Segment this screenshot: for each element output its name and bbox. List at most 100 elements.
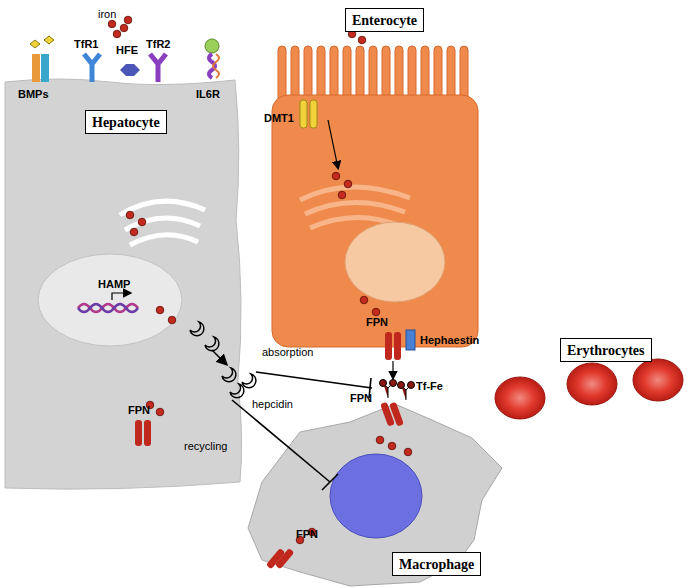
erythrocytes <box>495 359 683 419</box>
illustration-part <box>390 380 397 387</box>
illustration-part <box>330 46 338 102</box>
illustration-part <box>212 350 226 364</box>
illustration-part <box>434 46 442 102</box>
illustration-part <box>389 402 404 427</box>
illustration-part <box>278 46 286 102</box>
illustration-part <box>275 548 295 569</box>
illustration-part <box>213 54 219 78</box>
illustration-part <box>305 202 405 214</box>
part-label: IL6R <box>196 88 220 101</box>
illustration-part <box>38 254 182 346</box>
illustration-part <box>205 337 219 351</box>
illustration-part <box>272 95 478 347</box>
part-label: FPN <box>366 316 388 329</box>
illustration-part <box>317 46 325 102</box>
part-label: FPN <box>128 404 150 417</box>
cell-name: Hepatocyte <box>92 115 160 130</box>
illustration-part <box>406 330 415 350</box>
part-label: FPN <box>350 392 372 405</box>
illustration-part <box>130 235 198 245</box>
illustration-part <box>372 308 380 316</box>
receptors <box>30 36 219 82</box>
illustration-part <box>395 46 403 102</box>
inhibition-lines <box>232 372 372 490</box>
part-label: hepcidin <box>252 398 293 411</box>
illustration-part <box>205 39 219 53</box>
illustration-part <box>138 218 146 226</box>
illustration-part <box>332 172 340 180</box>
illustration-part <box>344 180 352 188</box>
illustration-part <box>567 363 617 405</box>
illustration-part <box>120 201 205 245</box>
illustration-part <box>150 54 166 82</box>
illustration-part <box>41 54 49 82</box>
illustration-part <box>304 46 312 102</box>
cell-name: Erythrocytes <box>567 343 645 358</box>
illustration-part <box>156 408 164 416</box>
illustration-part <box>633 359 683 401</box>
part-label: FPN <box>296 528 318 541</box>
illustration-part <box>398 382 405 389</box>
illustration-part <box>380 380 387 387</box>
part-label: TfR1 <box>74 38 98 51</box>
cell-name: Enterocyte <box>352 13 417 28</box>
cell-name-box: Macrophage <box>392 552 481 576</box>
illustration-part <box>168 316 176 324</box>
part-label: recycling <box>184 440 227 453</box>
illustration-part <box>343 46 351 102</box>
illustration-part <box>358 36 366 44</box>
illustration-part <box>156 306 164 314</box>
illustration-part <box>291 46 299 102</box>
illustration-part <box>190 322 204 336</box>
iron-dots <box>108 10 412 544</box>
illustration-part <box>125 218 200 230</box>
illustration-part <box>5 79 242 489</box>
illustration-part <box>382 46 390 102</box>
illustration-part <box>408 382 415 389</box>
illustration-part <box>300 100 307 128</box>
part-label: DMT1 <box>264 112 294 125</box>
illustration-part <box>248 404 502 586</box>
illustration-part <box>144 420 151 446</box>
illustration-part <box>278 46 468 102</box>
illustration-part <box>408 46 416 102</box>
illustration-part <box>230 384 244 398</box>
enterocyte-cell <box>272 46 478 378</box>
macrophage-cell <box>248 402 502 586</box>
cell-name: Macrophage <box>399 557 474 572</box>
illustration-part <box>32 54 40 82</box>
illustration-part <box>30 36 54 48</box>
part-label: Tf-Fe <box>416 380 443 393</box>
illustration-part <box>222 368 236 382</box>
illustration-part <box>330 454 422 538</box>
illustration-part <box>120 64 140 76</box>
illustration-part <box>78 304 138 312</box>
illustration-part <box>376 436 384 444</box>
illustration-part <box>495 377 545 419</box>
illustration-part <box>360 296 368 304</box>
illustration-part <box>388 442 396 450</box>
illustration-part <box>300 187 410 200</box>
illustration-part <box>447 46 455 102</box>
cell-name-box: Erythrocytes <box>560 338 652 362</box>
part-label: HAMP <box>98 278 130 291</box>
illustration-part <box>108 20 116 28</box>
part-label: iron <box>98 8 116 21</box>
illustration-part <box>113 30 121 38</box>
part-label: Hephaestin <box>420 334 479 347</box>
illustration-part <box>78 304 138 312</box>
illustration-part <box>392 361 393 378</box>
illustration-part <box>310 100 317 128</box>
part-label: BMPs <box>18 88 49 101</box>
cell-name-box: Enterocyte <box>345 8 424 32</box>
cell-name-box: Hepatocyte <box>85 110 167 134</box>
part-label: HFE <box>116 44 138 57</box>
illustration-part <box>135 420 142 446</box>
illustration-part <box>256 372 372 388</box>
illustration-part <box>338 191 346 199</box>
illustration-part <box>328 120 338 168</box>
illustration-part <box>322 474 338 490</box>
